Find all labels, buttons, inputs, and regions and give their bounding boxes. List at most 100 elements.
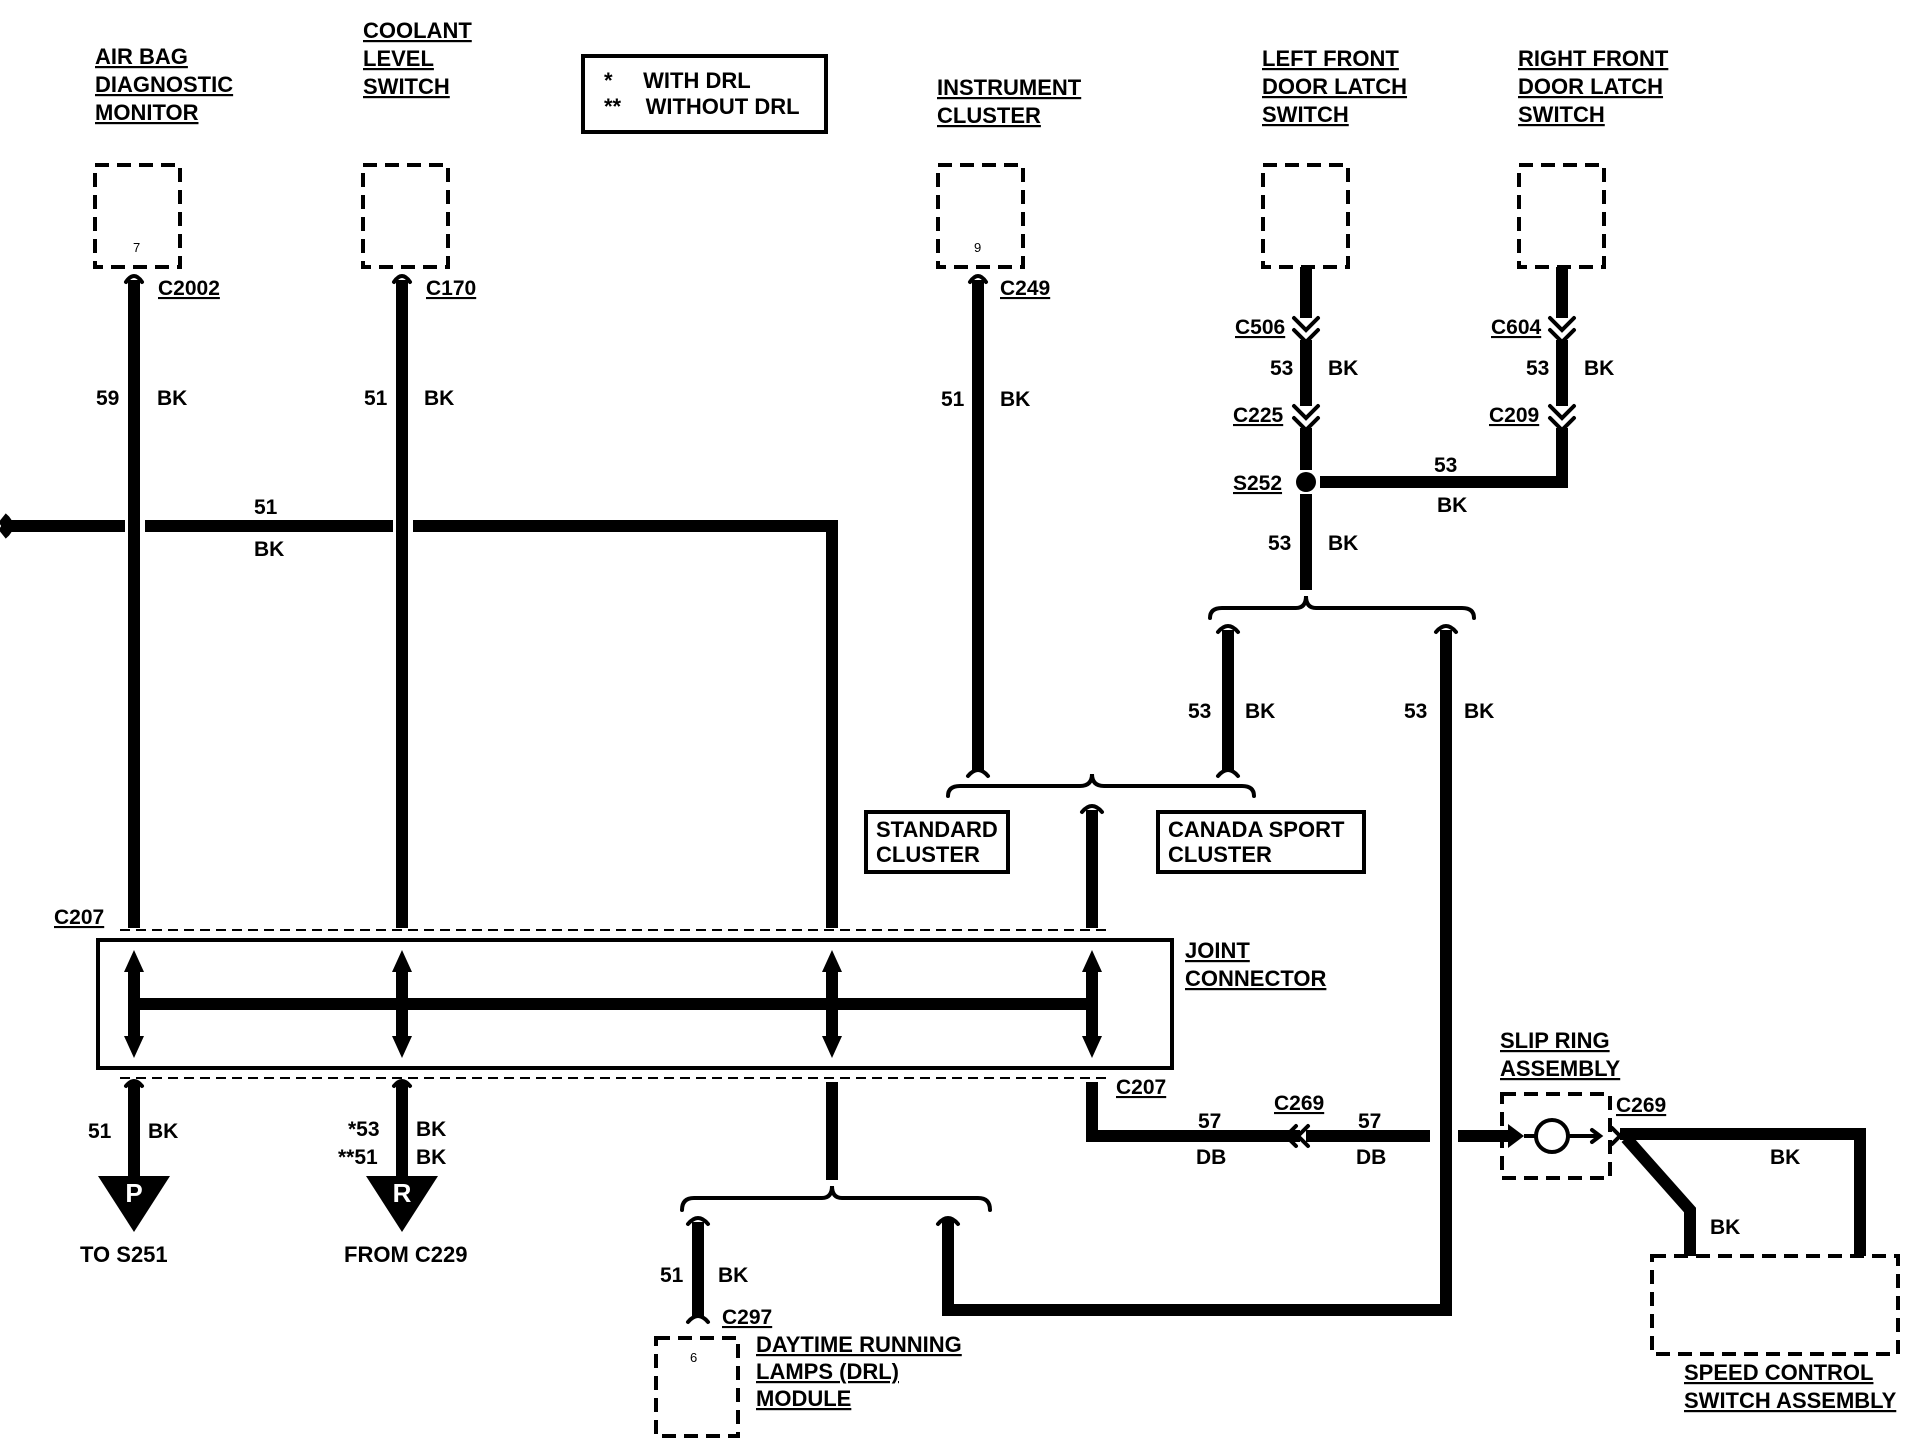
splice-branch-bracket <box>1208 595 1476 620</box>
lfdoor-connector-c225 <box>1292 404 1320 433</box>
splice-dot <box>1296 472 1316 492</box>
c229-wire-color-1: BK <box>416 1118 446 1141</box>
instrument-cluster-box <box>936 163 1025 269</box>
lfdoor-label-3: SWITCH <box>1262 102 1349 127</box>
rfdoor-connector-c604 <box>1548 316 1576 345</box>
coolant-connector: C170 <box>426 277 476 300</box>
rfdoor-label-3: SWITCH <box>1518 102 1605 127</box>
rfdoor-splice-wire-num: 53 <box>1434 454 1457 477</box>
splice-down-color: BK <box>1328 532 1358 555</box>
standard-cluster-label-1: STANDARD <box>876 817 998 842</box>
coolant-wire-num: 51 <box>364 387 388 410</box>
airbag-terminal <box>124 274 144 284</box>
lfdoor-wire-num: 53 <box>1270 357 1293 380</box>
s251-terminal <box>124 1079 144 1088</box>
coolant-terminal <box>392 274 412 284</box>
slip-ring-circuit: 57 DB C269 57 DB SLIP RING ASSEMBLY C269 <box>1086 1028 1666 1180</box>
airbag-label-1: AIR BAG <box>95 44 188 69</box>
slip-ring-terminal <box>1610 1126 1623 1146</box>
rfdoor-conn2: C209 <box>1489 404 1539 427</box>
cluster-common-terminal <box>1080 804 1104 814</box>
lfdoor-conn1: C506 <box>1235 316 1285 339</box>
horizontal-wire-num: 51 <box>254 496 278 519</box>
drl-branch: 51 BK C297 6 DAYTIME RUNNING LAMPS (DRL)… <box>654 1082 992 1438</box>
speed-control-label-2: SWITCH ASSEMBLY <box>1684 1388 1897 1413</box>
output-to-s251: 51 BK P TO S251 <box>80 1079 178 1267</box>
cluster-bracket <box>946 773 1256 798</box>
splice-label: S252 <box>1233 472 1282 495</box>
instrument-label-1: INSTRUMENT <box>937 75 1082 100</box>
coolant-switch-box <box>361 163 450 269</box>
instrument-wire-end <box>966 768 990 778</box>
canada-cluster-label-2: CLUSTER <box>1168 842 1272 867</box>
airbag-diagnostic-monitor: AIR BAG DIAGNOSTIC MONITOR 7 C2002 59 BK <box>93 44 233 928</box>
speed-top-wire <box>1620 1128 1866 1256</box>
rfdoor-switch-box <box>1517 163 1606 269</box>
rfdoor-conn1: C604 <box>1491 316 1542 339</box>
coolant-wire-color: BK <box>424 387 454 410</box>
airbag-module-box <box>93 163 182 269</box>
canada-wire-num: 53 <box>1188 700 1211 723</box>
speed-diag-color: BK <box>1710 1216 1740 1239</box>
db-right-color: DB <box>1356 1146 1386 1169</box>
instrument-cluster: INSTRUMENT CLUSTER 9 C249 51 BK <box>936 75 1082 778</box>
right-long-branch-terminal <box>1434 624 1458 634</box>
db-inline-connector-label: C269 <box>1274 1092 1324 1115</box>
right-long-branch-end <box>936 1216 960 1226</box>
right-front-door-latch-switch: RIGHT FRONT DOOR LATCH SWITCH C604 53 BK… <box>1320 46 1669 517</box>
drl-label-3: MODULE <box>756 1386 851 1411</box>
drl-branch-bracket <box>680 1185 992 1212</box>
right-long-wire-num: 53 <box>1404 700 1427 723</box>
right-long-wire-color: BK <box>1464 700 1494 723</box>
s251-arrow <box>98 1176 170 1232</box>
joint-label-2: CONNECTOR <box>1185 966 1326 991</box>
coolant-label-3: SWITCH <box>363 74 450 99</box>
instrument-pin: 9 <box>974 240 981 255</box>
drl-wire-color: BK <box>718 1264 748 1287</box>
canada-cluster-box <box>1156 810 1366 874</box>
slip-ring-box <box>1500 1092 1612 1180</box>
c229-label: FROM C229 <box>344 1242 467 1267</box>
c229-wire-color-2: BK <box>416 1146 446 1169</box>
horizontal-wire-right <box>413 520 838 928</box>
airbag-wire-num: 59 <box>96 387 119 410</box>
drl-module-terminal <box>686 1314 710 1324</box>
rfdoor-wire-num: 53 <box>1526 357 1549 380</box>
lfdoor-switch-box <box>1261 163 1350 269</box>
horizontal-wire-color: BK <box>254 538 284 561</box>
splice-s252: S252 53 BK 53 BK 53 BK <box>936 472 1494 1316</box>
drl-connector: C297 <box>722 1306 772 1329</box>
legend: * WITH DRL ** WITHOUT DRL <box>581 54 828 134</box>
speed-control-switch-assembly: BK BK SPEED CONTROL SWITCH ASSEMBLY <box>1620 1128 1900 1413</box>
slip-ring-arrow-icon <box>1508 1124 1524 1148</box>
slip-ring-label-2: ASSEMBLY <box>1500 1056 1621 1081</box>
coolant-label-1: COOLANT <box>363 18 472 43</box>
output-from-c229: *53 **51 BK BK R FROM C229 <box>338 1079 467 1267</box>
drl-terminal <box>686 1216 710 1226</box>
right-long-branch-wire <box>942 630 1452 1316</box>
lfdoor-label-1: LEFT FRONT <box>1262 46 1399 71</box>
s251-wire-num: 51 <box>88 1120 112 1143</box>
db-left-num: 57 <box>1198 1110 1221 1133</box>
c229-wire-num-2: **51 <box>338 1146 378 1169</box>
airbag-connector: C2002 <box>158 277 220 300</box>
joint-conn-bottom: C207 <box>1116 1076 1166 1099</box>
coolant-level-switch: COOLANT LEVEL SWITCH C170 51 BK <box>361 18 476 928</box>
instrument-terminal <box>968 274 988 284</box>
cluster-selection: STANDARD CLUSTER CANADA SPORT CLUSTER <box>864 773 1366 928</box>
slip-ring-connector: C269 <box>1616 1094 1666 1117</box>
joint-conn-top: C207 <box>54 906 104 929</box>
db-right-num: 57 <box>1358 1110 1381 1133</box>
lfdoor-connector-c506 <box>1292 316 1320 345</box>
lfdoor-wire-color: BK <box>1328 357 1358 380</box>
rfdoor-wire-to-splice <box>1320 428 1568 488</box>
splice-down-num: 53 <box>1268 532 1291 555</box>
drl-label-2: LAMPS (DRL) <box>756 1359 899 1384</box>
legend-without-drl: ** WITHOUT DRL <box>604 94 800 119</box>
airbag-label-2: DIAGNOSTIC <box>95 72 233 97</box>
speed-control-label-1: SPEED CONTROL <box>1684 1360 1873 1385</box>
s251-label: TO S251 <box>80 1242 168 1267</box>
rfdoor-wire-color: BK <box>1584 357 1614 380</box>
drl-wire-num: 51 <box>660 1264 684 1287</box>
